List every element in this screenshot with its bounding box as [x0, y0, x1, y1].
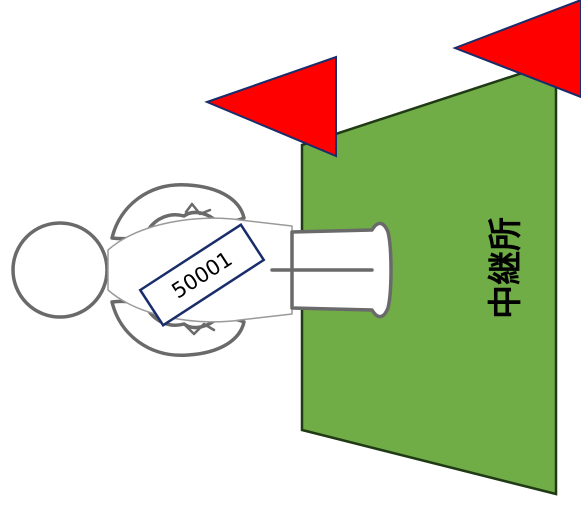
relay-station-label: 中継所: [486, 217, 526, 319]
left-flag-icon: [204, 55, 337, 158]
right-flag-icon: [452, 0, 581, 99]
runner-head: [11, 221, 109, 319]
bib-card-frame: [138, 222, 266, 328]
relay-station-panel: [300, 60, 558, 496]
runner-hand-top: [184, 202, 212, 216]
runner-hand-bottom: [184, 322, 216, 336]
